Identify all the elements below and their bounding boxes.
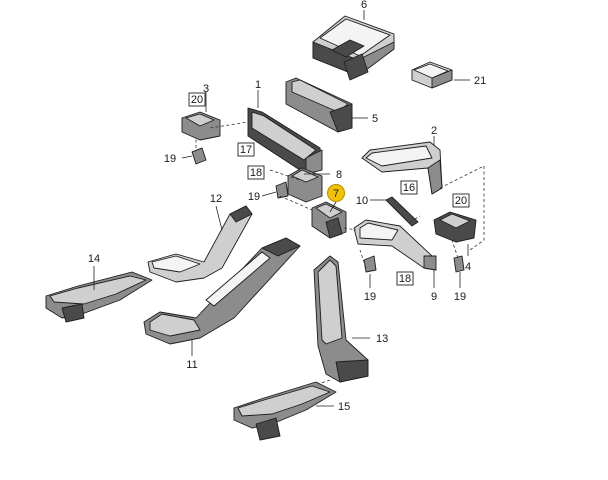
dashline-d — [279, 195, 313, 211]
callout-20b: 20 — [455, 195, 467, 207]
part-19-screw-c[interactable] — [363, 255, 377, 273]
callout-16: 16 — [403, 182, 415, 194]
callout-20a: 20 — [191, 94, 203, 106]
part-11-duct[interactable] — [143, 237, 301, 345]
part-14-duct[interactable] — [45, 271, 153, 323]
dashline-h — [343, 227, 357, 231]
dashline-j — [451, 239, 459, 259]
leader-7 — [329, 201, 337, 213]
dashline-k — [317, 379, 331, 385]
dashline-f — [439, 165, 485, 189]
callout-20b-box: 20 — [452, 193, 470, 208]
leader-19a — [181, 155, 193, 159]
callout-7-highlight[interactable]: 7 — [327, 184, 345, 202]
callout-5: 5 — [372, 113, 378, 125]
callout-12: 12 — [210, 193, 222, 205]
callout-21: 21 — [474, 75, 486, 87]
part-4-clip[interactable] — [433, 211, 477, 243]
dashline-a — [209, 121, 249, 129]
leader-12 — [215, 205, 223, 231]
callout-15: 15 — [338, 401, 350, 413]
callout-18b: 18 — [399, 273, 411, 285]
part-9-duct[interactable] — [353, 219, 437, 271]
part-5-duct[interactable] — [285, 77, 353, 133]
callout-10: 10 — [356, 195, 368, 207]
part-1-duct[interactable] — [247, 107, 323, 175]
callout-19b: 19 — [248, 191, 260, 203]
callout-7: 7 — [333, 188, 339, 200]
callout-9: 9 — [431, 291, 437, 303]
callout-6: 6 — [361, 0, 367, 11]
part-6-housing[interactable] — [312, 15, 395, 81]
callout-17: 17 — [240, 144, 252, 156]
part-13-duct[interactable] — [313, 255, 369, 383]
part-7-bracket[interactable] — [311, 201, 347, 239]
leader-19b — [261, 191, 277, 197]
callout-2: 2 — [431, 125, 437, 137]
dashline-g — [409, 215, 421, 223]
part-8-bracket[interactable] — [287, 167, 323, 203]
callout-19a: 19 — [164, 153, 176, 165]
dashline-i — [359, 249, 367, 269]
callout-18a: 18 — [250, 167, 262, 179]
callout-4: 4 — [465, 261, 471, 273]
part-2-duct[interactable] — [361, 141, 443, 195]
part-19-screw-a[interactable] — [191, 147, 207, 165]
part-15-duct[interactable] — [233, 381, 337, 441]
callout-11: 11 — [186, 359, 197, 371]
part-21-module[interactable] — [411, 61, 453, 89]
callout-16-box: 16 — [400, 180, 418, 195]
callout-20a-box: 20 — [188, 92, 206, 107]
part-3-clip[interactable] — [181, 111, 221, 141]
callout-1: 1 — [255, 79, 261, 91]
part-12-duct[interactable] — [147, 205, 253, 283]
part-19-screw-b[interactable] — [275, 181, 289, 199]
callout-8: 8 — [336, 169, 342, 181]
callout-14: 14 — [88, 253, 100, 265]
dashline-e — [469, 166, 485, 251]
callout-3: 3 — [203, 83, 209, 95]
callout-13: 13 — [376, 333, 388, 345]
part-19-screw-d[interactable] — [453, 255, 465, 273]
callout-19c: 19 — [364, 291, 376, 303]
callout-17-box: 17 — [237, 142, 255, 157]
callout-18b-box: 18 — [396, 271, 414, 286]
callout-19d: 19 — [454, 291, 466, 303]
part-10-rod[interactable] — [385, 196, 419, 227]
callout-18a-box: 18 — [247, 165, 265, 180]
